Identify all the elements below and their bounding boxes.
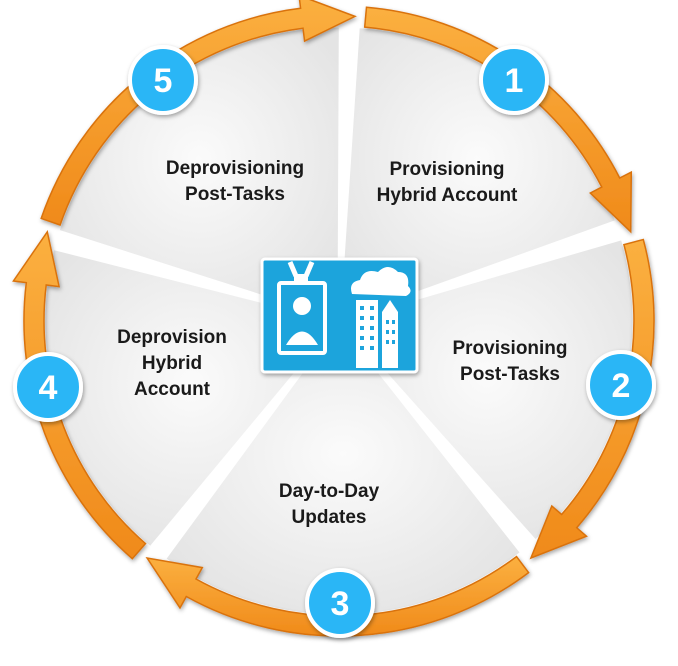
stage-4-label-line: Deprovision	[117, 327, 227, 348]
badge-group: 1 2 3 4 5	[13, 45, 656, 638]
stage-4-label-line: Hybrid	[142, 353, 202, 374]
stage-5-badge: 5	[128, 45, 198, 115]
stage-2-badge-circle	[586, 350, 656, 420]
stage-5-badge-circle	[128, 45, 198, 115]
stage-2-label-line: Post-Tasks	[460, 364, 560, 385]
stage-1-badge-circle	[479, 45, 549, 115]
stage-3-badge-circle	[305, 568, 375, 638]
stage-1-badge: 1	[479, 45, 549, 115]
stage-3-label-line: Updates	[292, 507, 367, 528]
stage-2-badge: 2	[586, 350, 656, 420]
stage-4-badge-number: 4	[39, 369, 58, 407]
stage-5-label-line: Deprovisioning	[166, 158, 304, 179]
stage-4-badge: 4	[13, 352, 83, 422]
stage-3-badge: 3	[305, 568, 375, 638]
stage-1-label-line: Provisioning	[389, 159, 504, 180]
stage-2-label-line: Provisioning	[452, 338, 567, 359]
stage-5-arrow	[40, 0, 357, 226]
stage-5-badge-number: 5	[154, 62, 173, 100]
cloud-city-icon	[351, 267, 411, 368]
stage-4-badge-circle	[13, 352, 83, 422]
stage-1-label-line: Hybrid Account	[377, 185, 518, 206]
stage-1-badge-number: 1	[505, 62, 524, 100]
stage-3-badge-number: 3	[331, 585, 350, 623]
stage-5-label-line: Post-Tasks	[185, 184, 285, 205]
center-icon	[260, 257, 419, 374]
stage-2-badge-number: 2	[612, 367, 631, 405]
id-badge-icon	[277, 261, 327, 355]
stage-3-label-line: Day-to-Day	[279, 481, 380, 502]
stage-3-arrow	[145, 555, 530, 637]
stage-4-label-line: Account	[134, 379, 211, 400]
